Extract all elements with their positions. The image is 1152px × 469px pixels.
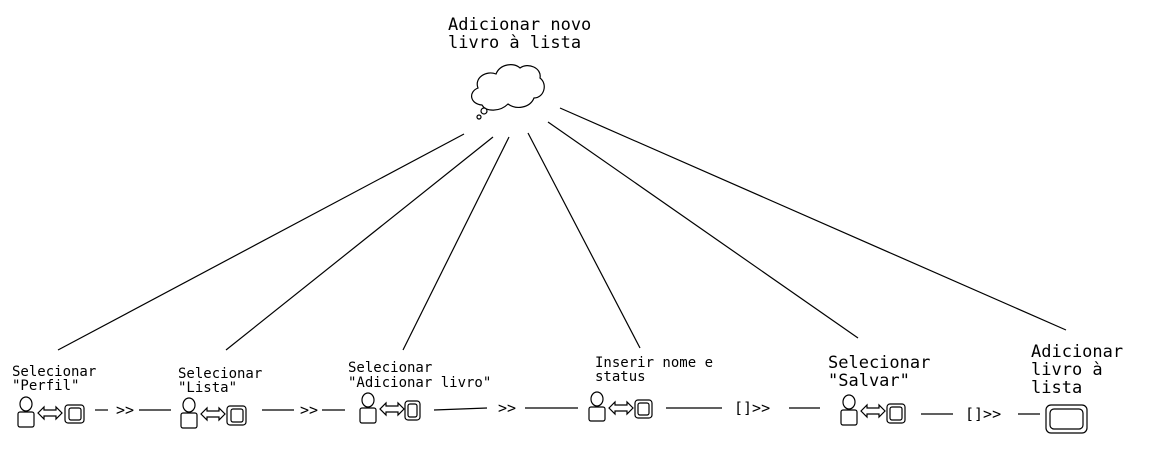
root-task: Adicionar novo livro à lista [448, 15, 591, 120]
system-task-icon [1045, 404, 1088, 434]
user-system-interaction-icon [180, 397, 247, 429]
user-system-interaction-icon [359, 392, 421, 424]
operator-enabling-2: >> [262, 401, 345, 419]
operator-label: >> [116, 401, 134, 419]
task-selecionar-perfil: Selecionar "Perfil" [12, 364, 96, 428]
task-label-line-3: lista [1031, 378, 1082, 398]
task-adicionar-livro-lista: Adicionar livro à lista [1031, 342, 1123, 434]
connector-line [559, 107, 1067, 331]
task-inserir-nome-status: Inserir nome e status [588, 355, 713, 422]
connector-line [527, 132, 641, 349]
operator-label: []>> [734, 399, 770, 417]
task-label-line-2: "Salvar" [828, 371, 910, 391]
task-label-line-2: status [595, 369, 646, 385]
user-system-interaction-icon [17, 396, 85, 428]
task-label-line-1: Selecionar [12, 364, 96, 380]
cloud-icon [471, 64, 545, 120]
connector-line [402, 136, 510, 351]
operator-choice-enabling-2: []>> [921, 405, 1040, 423]
root-connectors [57, 107, 1067, 351]
task-label-line-2: "Adicionar livro" [348, 375, 491, 391]
task-selecionar-lista: Selecionar "Lista" [178, 366, 262, 429]
task-label-line-1: Inserir nome e [595, 355, 713, 371]
operator-enabling-3: >> [433, 399, 578, 417]
task-label-line-1: Selecionar [828, 353, 930, 373]
task-label-line-2: livro à [1031, 360, 1103, 380]
connector-line [225, 136, 494, 351]
user-system-interaction-icon [840, 394, 906, 426]
task-selecionar-salvar: Selecionar "Salvar" [828, 353, 930, 426]
task-label-line-2: "Perfil" [12, 378, 79, 394]
root-label-line-2: livro à lista [448, 33, 581, 53]
root-label-line-1: Adicionar novo [448, 15, 591, 35]
connector-line [547, 121, 859, 339]
user-system-interaction-icon [588, 391, 653, 422]
operator-choice-enabling-1: []>> [666, 399, 820, 417]
task-label-line-1: Selecionar [348, 360, 432, 376]
task-label-line-1: Selecionar [178, 366, 262, 382]
connector-line [57, 133, 465, 351]
operator-enabling-1: >> [95, 401, 171, 419]
operator-label: >> [300, 401, 318, 419]
task-label-line-2: "Lista" [178, 380, 237, 396]
task-selecionar-adicionar-livro: Selecionar "Adicionar livro" [348, 360, 491, 424]
task-label-line-1: Adicionar [1031, 342, 1123, 362]
operator-label: >> [498, 399, 516, 417]
operator-label: []>> [965, 405, 1001, 423]
